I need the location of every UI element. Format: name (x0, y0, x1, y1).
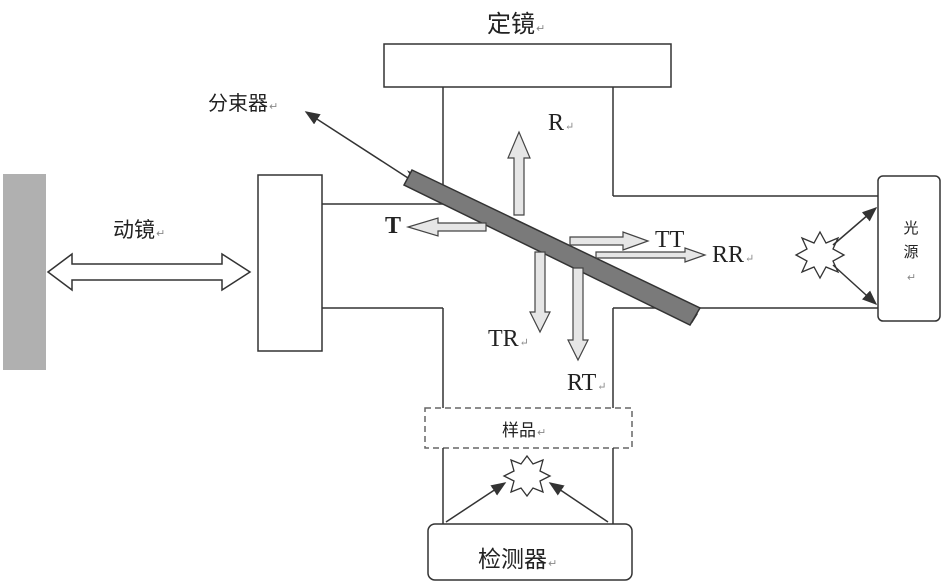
detector-label: 检测器↵ (478, 547, 558, 573)
detector-star-icon (502, 454, 552, 498)
fixed-mirror-box (383, 43, 672, 88)
beam-splitter-body (402, 169, 702, 326)
beam-label-r: R↵ (548, 110, 575, 136)
moving-mirror-double-arrow (46, 252, 252, 292)
light-source-star-icon (794, 230, 846, 280)
detector-ray-left (445, 482, 507, 523)
beam-label-rt: RT↵ (567, 370, 607, 396)
sample-box (424, 407, 633, 449)
beam-arrow-rt (567, 267, 589, 362)
sample-label: 样品↵ (502, 421, 547, 441)
source-ray-lower (832, 264, 878, 306)
beam-splitter-label: 分束器↵ (208, 91, 279, 115)
beam-arrow-rr (595, 247, 707, 263)
beam-arrow-t (405, 217, 487, 237)
moving-mirror-wall (3, 174, 46, 370)
fixed-mirror-label: 定镜↵ (487, 10, 546, 38)
moving-mirror-label: 动镜↵ (113, 218, 166, 242)
source-ray-upper (832, 207, 878, 246)
splitter-pointer (304, 111, 409, 179)
beam-label-t: T (385, 213, 402, 239)
beam-label-rr: RR↵ (712, 242, 755, 268)
moving-mirror-box (257, 174, 323, 352)
beam-arrow-r (507, 130, 531, 216)
light-source-label: 光 源↵ (903, 219, 919, 284)
detector-ray-right (548, 482, 609, 523)
beam-label-tt: TT (655, 227, 685, 253)
beam-label-tr: TR↵ (488, 326, 529, 352)
optical-path-outline (322, 87, 878, 524)
beam-arrow-tt (569, 231, 650, 251)
detector-box (427, 523, 633, 581)
beam-arrow-tr (529, 251, 551, 334)
light-source-box (877, 175, 941, 322)
